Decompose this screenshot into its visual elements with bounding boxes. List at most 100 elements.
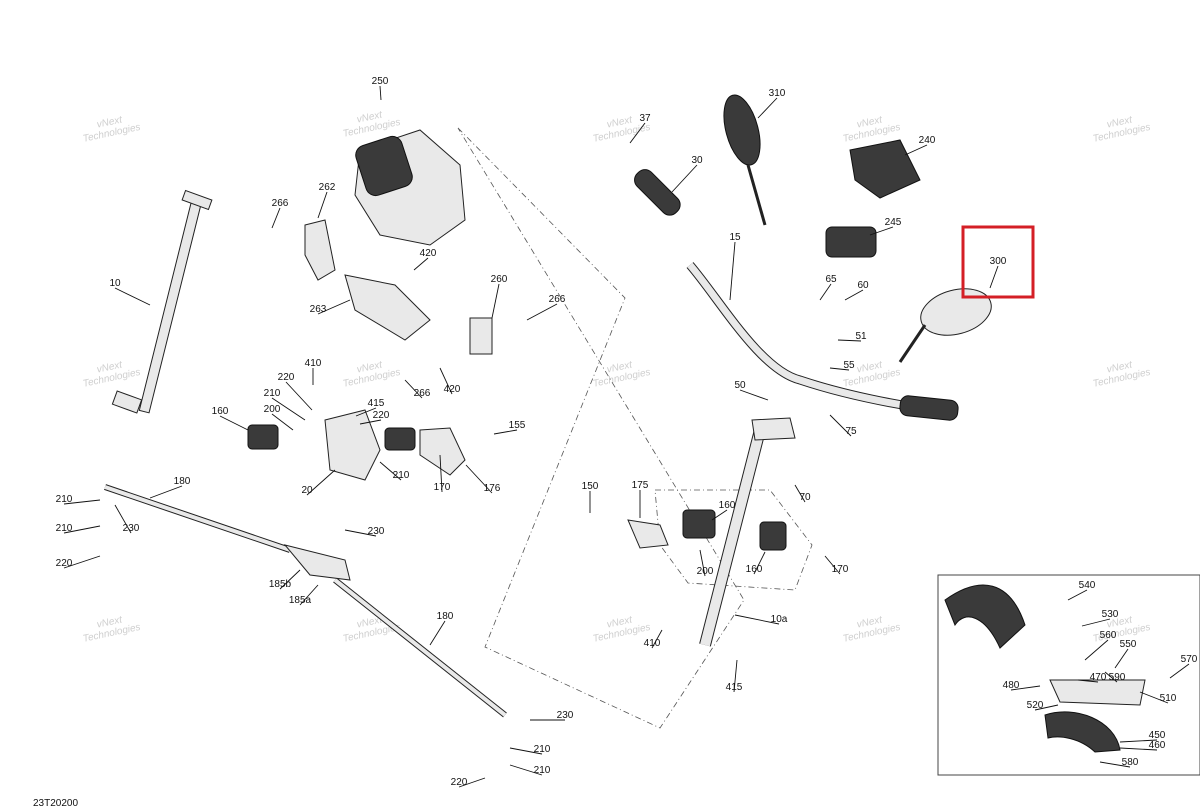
callout-leader — [739, 389, 769, 401]
bracket-175 — [627, 519, 669, 549]
callout-230: 230 — [123, 523, 140, 534]
callout-530: 530 — [1102, 609, 1119, 620]
callout-leader — [379, 85, 382, 101]
watermark-text: vNext — [856, 614, 884, 630]
callout-262: 262 — [319, 182, 336, 193]
callout-420: 420 — [444, 384, 461, 395]
callout-leader — [824, 555, 841, 575]
mirror-300 — [898, 288, 992, 363]
callout-300: 300 — [990, 256, 1007, 267]
callout-leader — [404, 379, 423, 399]
callout-leader — [1084, 639, 1109, 661]
steering-column-outline — [457, 127, 745, 729]
watermark-text: vNext — [96, 614, 124, 630]
callout-leader — [819, 283, 832, 301]
callout-leader — [285, 381, 313, 411]
callout-220: 220 — [56, 558, 73, 569]
callout-10: 10 — [109, 278, 121, 289]
watermark-text: vNext — [606, 114, 634, 130]
callout-leader — [1119, 739, 1158, 743]
callout-leader — [699, 549, 706, 577]
callout-37: 37 — [639, 113, 651, 124]
callout-leader — [429, 620, 446, 646]
callout-50: 50 — [734, 380, 746, 391]
callout-185b: 185b — [269, 579, 292, 590]
callout-185a: 185a — [289, 595, 312, 606]
callout-leader — [1104, 671, 1118, 683]
callout-leader — [439, 454, 443, 493]
callout-266: 266 — [549, 294, 566, 305]
callout-550: 550 — [1120, 639, 1137, 650]
callout-220: 220 — [373, 410, 390, 421]
clamp-176 — [419, 427, 466, 476]
callout-460: 460 — [1149, 740, 1166, 751]
callout-410: 410 — [305, 358, 322, 369]
callout-leader — [729, 241, 736, 301]
cover-240 — [849, 139, 921, 199]
callout-210: 210 — [56, 523, 73, 534]
callout-210: 210 — [534, 765, 551, 776]
tie-rod-upper — [104, 484, 291, 553]
callout-310: 310 — [769, 88, 786, 99]
callout-180: 180 — [174, 476, 191, 487]
callout-leader — [1139, 691, 1169, 704]
callout-leader — [306, 469, 336, 496]
callout-leader — [794, 484, 806, 503]
callout-160: 160 — [719, 500, 736, 511]
power-steering-unit-250 — [344, 129, 466, 341]
callout-263: 263 — [310, 304, 327, 315]
watermark-text: vNext — [1106, 114, 1134, 130]
mirror-310 — [723, 94, 767, 226]
callout-leader — [1099, 761, 1131, 768]
callout-30: 30 — [691, 155, 703, 166]
callout-leader — [733, 659, 738, 693]
watermark-text: vNext — [356, 614, 384, 630]
callout-220: 220 — [451, 777, 468, 788]
callout-520: 520 — [1027, 700, 1044, 711]
callout-leader — [491, 283, 500, 319]
watermark-text: vNext — [1106, 359, 1134, 375]
callout-266: 266 — [414, 388, 431, 399]
callout-420: 420 — [420, 248, 437, 259]
callout-200: 200 — [697, 566, 714, 577]
callout-leader — [359, 419, 382, 425]
callout-leader — [757, 97, 778, 119]
callout-220: 220 — [278, 372, 295, 383]
grip-30 — [634, 169, 681, 216]
callout-170: 170 — [832, 564, 849, 575]
callout-leader — [1067, 589, 1088, 601]
callout-65: 65 — [825, 274, 837, 285]
bearing-160-lower — [682, 509, 716, 539]
bearing-160-left — [247, 424, 279, 450]
callout-180: 180 — [437, 611, 454, 622]
callout-leader — [989, 265, 999, 289]
tie-rod-lower — [333, 577, 507, 718]
callout-leader — [271, 207, 281, 229]
callout-55: 55 — [843, 360, 855, 371]
callout-leader — [753, 551, 766, 575]
callout-leader — [734, 614, 780, 625]
callout-415: 415 — [726, 682, 743, 693]
callout-leader — [344, 529, 377, 537]
callout-450: 450 — [1149, 730, 1166, 741]
callout-leader — [837, 339, 862, 342]
callout-245: 245 — [885, 217, 902, 228]
callout-leader — [317, 191, 328, 219]
watermark-text: vNext — [856, 114, 884, 130]
callout-leader — [1169, 663, 1190, 679]
callout-leader — [114, 287, 151, 306]
hand-guard-inset-frame — [937, 574, 1200, 776]
watermark-text: vNext — [356, 109, 384, 125]
callout-580: 580 — [1122, 757, 1139, 768]
bracket-20 — [324, 409, 381, 481]
callout-leader — [149, 485, 183, 499]
hand-guard-lower-450 — [1044, 711, 1121, 753]
callout-leader — [465, 464, 493, 494]
callout-210: 210 — [393, 470, 410, 481]
callout-leader — [279, 569, 301, 590]
callout-155: 155 — [509, 420, 526, 431]
lever-185 — [283, 544, 351, 581]
watermark-text: vNext — [606, 614, 634, 630]
callout-266: 266 — [272, 198, 289, 209]
